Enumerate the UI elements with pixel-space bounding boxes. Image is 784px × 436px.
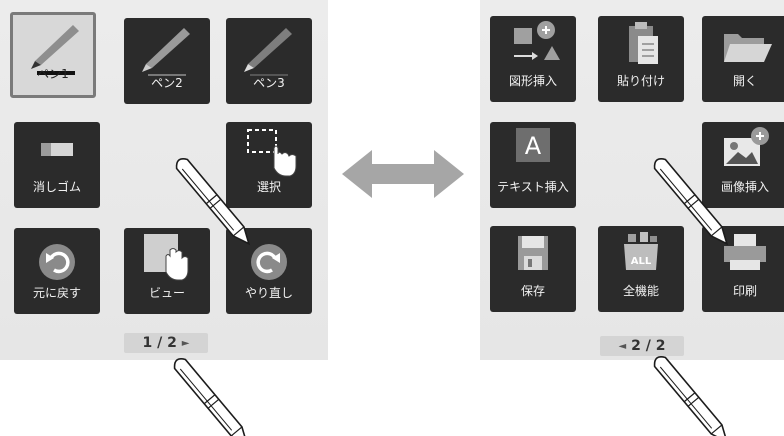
text-insert-glyph: A: [525, 132, 542, 160]
eraser-icon: [41, 143, 73, 156]
redo-button[interactable]: やり直し: [226, 228, 312, 314]
pen-icon: [142, 28, 190, 76]
page-indicator: 1 / 2: [142, 335, 177, 351]
image-insert-icon: [724, 127, 769, 166]
image-insert-label: 画像挿入: [720, 180, 769, 194]
shape-insert-button[interactable]: 図形挿入: [490, 16, 576, 102]
page-prev-button[interactable]: ◄ 2 / 2: [600, 336, 684, 356]
prev-arrow-icon: ◄: [618, 341, 627, 352]
pen-icon: [31, 25, 79, 75]
pen2-button[interactable]: ペン2: [124, 18, 210, 104]
print-label: 印刷: [732, 284, 757, 298]
redo-label: やり直し: [244, 286, 293, 300]
undo-icon: [39, 244, 75, 280]
eraser-label: 消しゴム: [32, 180, 81, 194]
text-insert-icon: A: [516, 128, 550, 162]
all-features-button[interactable]: ALL 全機能: [598, 226, 684, 312]
paste-button[interactable]: 貼り付け: [598, 16, 684, 102]
redo-icon: [251, 244, 287, 280]
stylus-pen-icon: [650, 352, 734, 436]
print-icon: [724, 234, 766, 270]
pen3-button[interactable]: ペン3: [226, 18, 312, 104]
view-hand-icon: [144, 234, 189, 281]
pen-icon: [244, 28, 292, 76]
save-label: 保存: [520, 284, 545, 298]
select-hand-icon: [247, 129, 297, 177]
stylus-pen-icon: [170, 354, 254, 436]
view-label: ビュー: [148, 286, 185, 300]
open-label: 開く: [732, 74, 757, 88]
undo-label: 元に戻す: [32, 286, 81, 300]
pen1-button[interactable]: ペン1: [10, 12, 96, 98]
select-label: 選択: [256, 180, 281, 194]
all-features-glyph: ALL: [631, 256, 652, 267]
folder-open-icon: [724, 34, 772, 62]
page-indicator: 2 / 2: [631, 338, 666, 354]
eraser-button[interactable]: 消しゴム: [14, 122, 100, 208]
tool-page-2: 図形挿入 貼り付け 開く A テキスト挿入 画像挿入: [480, 0, 784, 360]
next-arrow-icon: ►: [181, 338, 190, 349]
paste-icon: [629, 22, 658, 64]
shape-insert-icon: [514, 21, 560, 60]
tool-page-1: ペン1 ペン2 ペン3 消しゴム 選択: [0, 0, 328, 360]
pen3-label: ペン3: [253, 76, 285, 90]
double-arrow-icon: [342, 150, 464, 198]
text-insert-label: テキスト挿入: [497, 180, 569, 194]
pen2-label: ペン2: [151, 76, 183, 90]
pen1-label: ペン1: [37, 67, 69, 81]
shape-insert-label: 図形挿入: [508, 74, 557, 88]
stylus-pen-icon: [172, 154, 256, 249]
paste-label: 貼り付け: [616, 74, 665, 88]
text-insert-button[interactable]: A テキスト挿入: [490, 122, 576, 208]
select-button[interactable]: 選択: [226, 122, 312, 208]
undo-button[interactable]: 元に戻す: [14, 228, 100, 314]
save-icon: [518, 236, 548, 270]
image-insert-button[interactable]: 画像挿入: [702, 122, 784, 208]
open-button[interactable]: 開く: [702, 16, 784, 102]
all-features-icon: ALL: [624, 232, 658, 270]
view-button[interactable]: ビュー: [124, 228, 210, 314]
print-button[interactable]: 印刷: [702, 226, 784, 312]
page-next-button[interactable]: 1 / 2 ►: [124, 333, 208, 353]
stylus-pen-icon: [650, 154, 734, 249]
save-button[interactable]: 保存: [490, 226, 576, 312]
all-features-label: 全機能: [622, 284, 659, 298]
